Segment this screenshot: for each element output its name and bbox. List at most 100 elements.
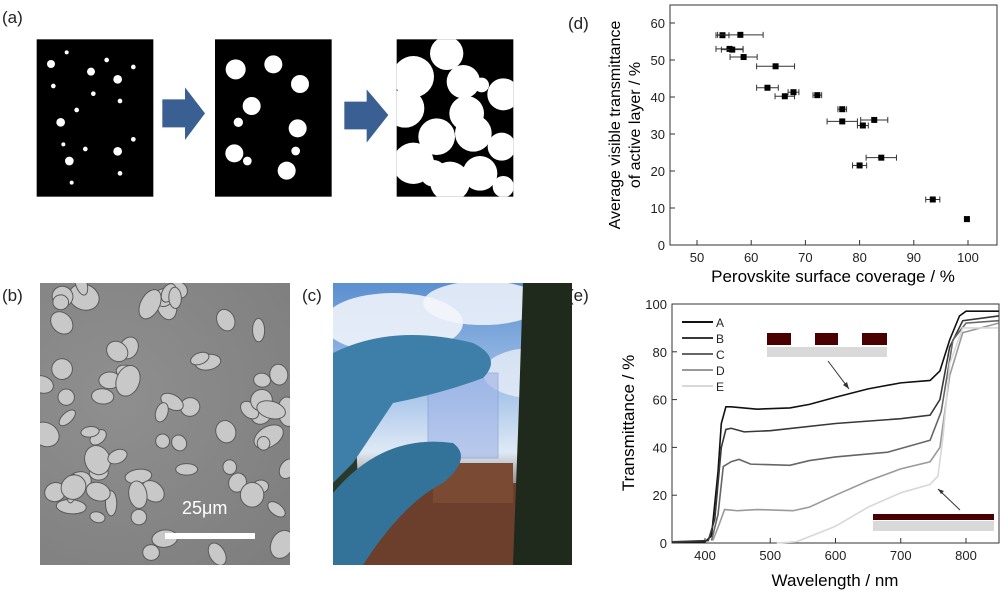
particle <box>64 50 69 55</box>
perovskite-island <box>269 363 289 386</box>
perovskite-island <box>40 421 60 448</box>
perovskite-island <box>51 358 73 380</box>
x-tick-label: 600 <box>825 548 847 563</box>
inset-continuous-film <box>873 488 994 531</box>
particle <box>242 97 261 115</box>
data-point <box>772 63 779 70</box>
y-tick-label: 40 <box>651 90 665 105</box>
plot-frame <box>669 4 998 246</box>
semi-transparent-film-photo <box>333 283 572 565</box>
particle <box>487 132 514 161</box>
perovskite-island <box>50 311 74 335</box>
perovskite-island <box>269 529 290 559</box>
data-point <box>878 154 885 161</box>
panel-label-c: (c) <box>302 286 322 305</box>
y-tick-label: 30 <box>651 127 665 142</box>
perovskite-island <box>52 294 70 311</box>
perovskite-island <box>222 459 238 475</box>
perovskite-island <box>216 308 236 332</box>
data-point <box>963 216 970 223</box>
chart-e-xlabel: Wavelength / nm <box>772 571 899 590</box>
y-tick-label: 50 <box>651 53 665 68</box>
data-point <box>856 162 863 169</box>
particle <box>243 156 252 166</box>
data-point <box>764 84 771 91</box>
coverage-schematic <box>36 39 514 197</box>
perovskite-island <box>171 434 188 452</box>
particle <box>104 57 109 63</box>
y-tick-label: 100 <box>645 297 667 312</box>
panel-label-d: (d) <box>568 14 589 33</box>
perovskite-island <box>130 508 148 526</box>
particle <box>65 156 74 166</box>
perovskite-island <box>207 542 227 565</box>
chart-d-xlabel: Perovskite surface coverage / % <box>711 267 955 286</box>
perovskite-island <box>58 409 76 427</box>
perovskite-island <box>89 511 106 524</box>
particle <box>113 75 122 84</box>
perovskite-island <box>252 317 266 343</box>
data-point <box>729 46 736 53</box>
perovskite-island <box>253 372 272 388</box>
panel-label-a: (a) <box>2 8 23 27</box>
y-tick-label: 20 <box>653 488 667 503</box>
perovskite-island <box>267 501 286 518</box>
panel-label-b: (b) <box>2 286 23 305</box>
particle <box>487 78 514 111</box>
data-point <box>814 92 821 99</box>
particle <box>277 161 296 180</box>
legend-label: A <box>716 316 724 330</box>
perovskite-island <box>80 426 100 438</box>
chart-e-ylabel: Transmittance / % <box>619 355 638 491</box>
perovskite-island <box>190 351 210 366</box>
particle <box>291 146 300 156</box>
x-tick-label: 50 <box>690 250 704 265</box>
x-tick-label: 60 <box>744 250 758 265</box>
perovskite-island <box>107 448 128 465</box>
particle <box>233 117 243 127</box>
series-E <box>776 327 999 544</box>
perovskite-island <box>256 400 286 420</box>
perovskite-island <box>142 544 160 561</box>
panel-label-e: (e) <box>568 286 589 305</box>
particle <box>51 83 56 89</box>
data-point <box>737 31 744 38</box>
perovskite-island <box>128 480 148 509</box>
legend-label: E <box>716 380 724 394</box>
data-point <box>859 122 866 129</box>
x-tick-label: 800 <box>955 548 977 563</box>
series-B <box>672 315 999 543</box>
perovskite-island <box>239 481 265 508</box>
particle <box>396 56 434 98</box>
sem-image: 25μm <box>40 283 290 565</box>
particle <box>47 60 55 68</box>
particle <box>492 176 514 197</box>
x-tick-label: 70 <box>798 250 812 265</box>
particle <box>455 115 492 152</box>
y-tick-label: 20 <box>651 164 665 179</box>
x-tick-label: 90 <box>907 250 921 265</box>
data-point <box>839 106 846 113</box>
particle <box>74 107 79 113</box>
particle <box>225 59 246 80</box>
y-tick-label: 60 <box>651 16 665 31</box>
chart-d-ylabel-line1: Average visible transmittance <box>607 21 624 230</box>
particle <box>117 98 123 104</box>
particle <box>83 146 88 152</box>
particle <box>69 180 74 185</box>
particle <box>430 39 464 70</box>
particle <box>113 147 122 156</box>
data-point <box>929 196 936 203</box>
y-tick-label: 80 <box>653 345 667 360</box>
y-tick-label: 40 <box>653 440 667 455</box>
particle <box>131 64 136 70</box>
particle <box>61 142 66 147</box>
particle <box>446 65 480 99</box>
perovskite-island <box>60 474 87 500</box>
y-tick-label: 60 <box>653 393 667 408</box>
perovskite-island <box>74 283 89 296</box>
particle <box>225 144 244 163</box>
scale-bar <box>165 533 255 539</box>
